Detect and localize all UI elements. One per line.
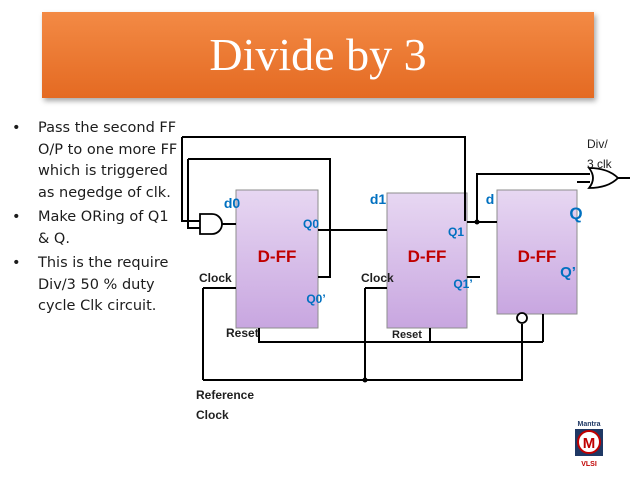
bullet-text: This is the require Div/3 50 % duty cycl…: [38, 255, 169, 314]
d0-label: d0: [224, 195, 241, 211]
mantra-vlsi-logo: Mantra M VLSI: [575, 421, 603, 468]
bullet-text: Pass the second FF O/P to one more FF wh…: [38, 120, 178, 201]
bullet-list: • Pass the second FF O/P to one more FF w…: [10, 118, 182, 321]
q-bar-label: Q’: [560, 264, 576, 281]
bullet-icon: •: [12, 120, 21, 136]
ff-2-label: D-FF: [518, 247, 557, 266]
q1-label: Q1: [448, 225, 464, 239]
and-gate: [199, 213, 223, 235]
negedge-clock-bubble: [516, 312, 528, 324]
clock-label-1: Clock: [361, 271, 394, 285]
clock-label-0: Clock: [199, 271, 232, 285]
q1-bar-label: Q1’: [453, 277, 472, 291]
title-banner: Divide by 3: [42, 12, 594, 98]
bullet-item: • Pass the second FF O/P to one more FF w…: [10, 118, 182, 204]
logo-ring: [577, 430, 601, 454]
wires: [181, 136, 630, 381]
output-label-line2: 3 clk: [587, 157, 613, 171]
flip-flop-2: [496, 189, 578, 315]
reference-clock-label-line1: Reference: [196, 388, 254, 402]
bullet-item: • This is the require Div/3 50 % duty cyc…: [10, 253, 182, 318]
ff-1-label: D-FF: [408, 247, 447, 266]
bullet-item: • Make ORing of Q1 & Q.: [10, 207, 182, 250]
slide-title: Divide by 3: [209, 29, 427, 80]
bullet-text: Make ORing of Q1 & Q.: [38, 209, 169, 247]
reset-label-1: Reset: [392, 329, 422, 341]
reset-label-0: Reset: [226, 326, 259, 340]
logo-top-text: Mantra: [578, 421, 601, 428]
flip-flop-0: [235, 189, 319, 329]
logo-letter: M: [583, 435, 596, 452]
flip-flop-1: [386, 192, 468, 329]
junction-dot: [362, 377, 368, 383]
q-label: Q: [569, 204, 582, 223]
d-label: d: [486, 191, 495, 207]
d1-label: d1: [370, 191, 387, 207]
ff-0-label: D-FF: [258, 247, 297, 266]
logo-bottom-text: VLSI: [581, 461, 597, 468]
or-gate: [587, 167, 620, 189]
q0-label: Q0: [303, 217, 319, 231]
bullet-icon: •: [12, 209, 21, 225]
reference-clock-label-line2: Clock: [196, 408, 229, 422]
q0-bar-label: Q0’: [306, 292, 325, 306]
bullet-icon: •: [12, 255, 21, 271]
output-label-line1: Div/: [587, 137, 608, 151]
junction-dot: [474, 219, 480, 225]
